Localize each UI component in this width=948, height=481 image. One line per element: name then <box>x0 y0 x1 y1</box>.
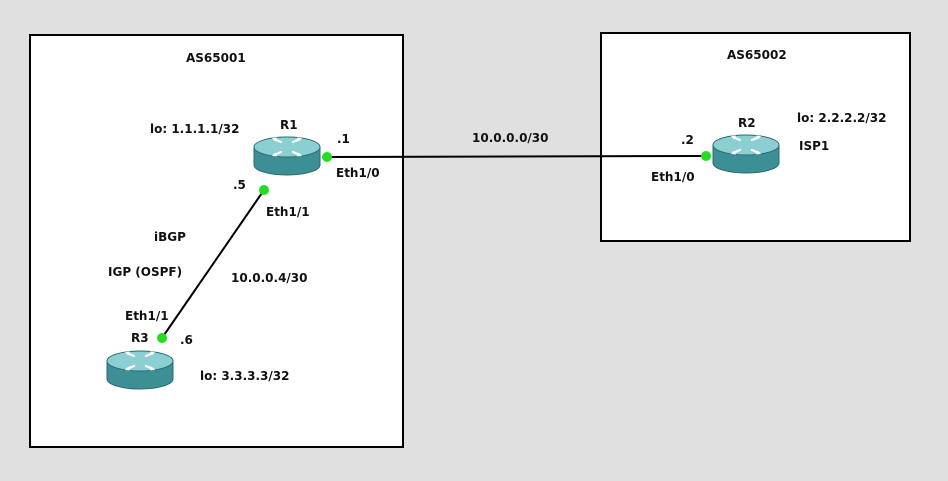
router-icon <box>253 136 321 176</box>
r1-eth1-0-interface-label: Eth1/0 <box>336 166 380 180</box>
port-r1-eth1-0[interactable] <box>322 152 332 162</box>
r2-loopback-label: lo: 2.2.2.2/32 <box>797 111 887 125</box>
r1-name-label: R1 <box>280 118 298 132</box>
router-r2[interactable] <box>712 134 780 174</box>
r1-eth1-1-interface-label: Eth1/1 <box>266 205 310 219</box>
router-r1[interactable] <box>253 136 321 176</box>
link-r1-r3-subnet-label: 10.0.0.4/30 <box>231 271 308 285</box>
router-r3[interactable] <box>106 350 174 390</box>
r1-eth1-1-host-label: .5 <box>233 178 246 192</box>
r1-loopback-label: lo: 1.1.1.1/32 <box>150 122 240 136</box>
r2-eth1-0-host-label: .2 <box>681 133 694 147</box>
r2-role-label: ISP1 <box>799 139 830 153</box>
r1-eth1-0-host-label: .1 <box>337 132 350 146</box>
as65002-label: AS65002 <box>727 48 787 62</box>
r3-loopback-label: lo: 3.3.3.3/32 <box>200 369 290 383</box>
port-r1-eth1-1[interactable] <box>259 185 269 195</box>
port-r2-eth1-0[interactable] <box>701 151 711 161</box>
r3-eth1-1-interface-label: Eth1/1 <box>125 309 169 323</box>
r2-name-label: R2 <box>738 116 756 130</box>
router-icon <box>106 350 174 390</box>
r3-name-label: R3 <box>131 331 149 345</box>
link-r1-r2-subnet-label: 10.0.0.0/30 <box>472 131 549 145</box>
port-r3-eth1-1[interactable] <box>157 333 167 343</box>
igp-label: IGP (OSPF) <box>108 265 183 279</box>
ibgp-label: iBGP <box>154 230 186 244</box>
link-r1-r3[interactable] <box>161 189 265 339</box>
r2-eth1-0-interface-label: Eth1/0 <box>651 170 695 184</box>
link-r1-r2[interactable] <box>326 155 707 158</box>
as65001-area[interactable] <box>29 34 404 448</box>
r3-eth1-1-host-label: .6 <box>180 333 193 347</box>
router-icon <box>712 134 780 174</box>
as65001-label: AS65001 <box>186 51 246 65</box>
